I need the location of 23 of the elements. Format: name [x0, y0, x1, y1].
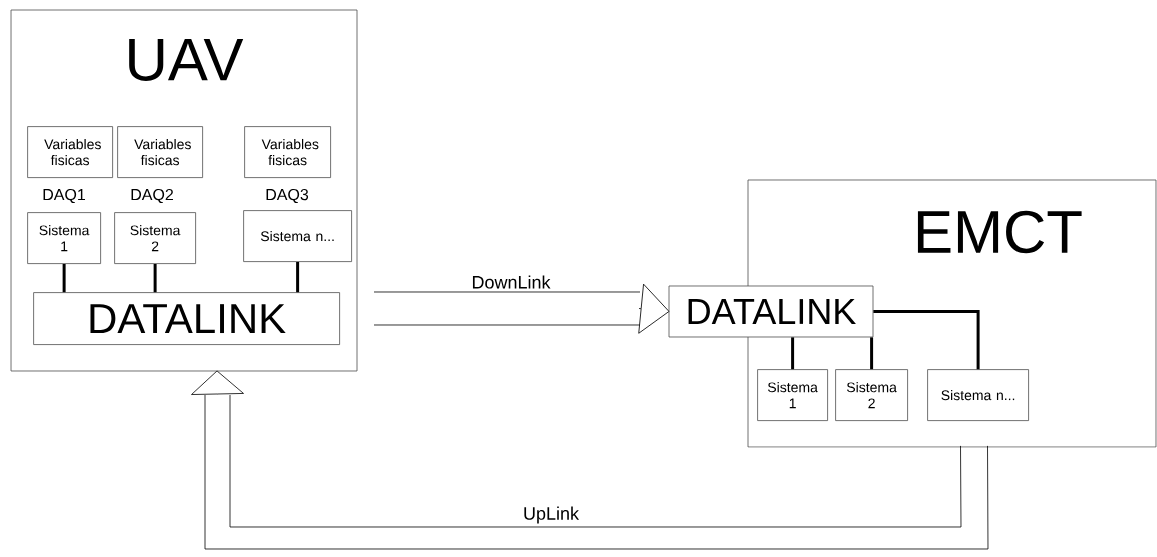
datalink-box: DATALINK: [33, 292, 340, 345]
connector-line: [791, 337, 795, 370]
process-box: Sistema n...: [927, 369, 1029, 421]
block-arrow: [373, 283, 670, 334]
process-box: Sistema 1: [757, 369, 828, 421]
connector-line: [153, 264, 157, 293]
process-box: Variables fisicas: [117, 126, 203, 178]
daq-label: DAQ3: [266, 188, 309, 204]
daq-label: DAQ1: [43, 188, 85, 204]
process-box: Sistema 2: [114, 212, 196, 264]
edge-label: UpLink: [522, 505, 580, 525]
daq-label: DAQ2: [131, 188, 173, 204]
process-box: Variables fisicas: [27, 126, 113, 178]
process-box: Sistema 1: [27, 212, 102, 264]
process-box: Sistema 2: [835, 369, 908, 421]
connector-line: [870, 337, 874, 370]
process-box: Variables fisicas: [244, 126, 331, 178]
connector-line: [873, 310, 980, 370]
connector-line: [296, 262, 300, 293]
block-arrow: [191, 370, 989, 550]
edge-label: DownLink: [470, 274, 552, 290]
process-box: Sistema n...: [243, 210, 352, 262]
connector-line: [62, 264, 66, 293]
